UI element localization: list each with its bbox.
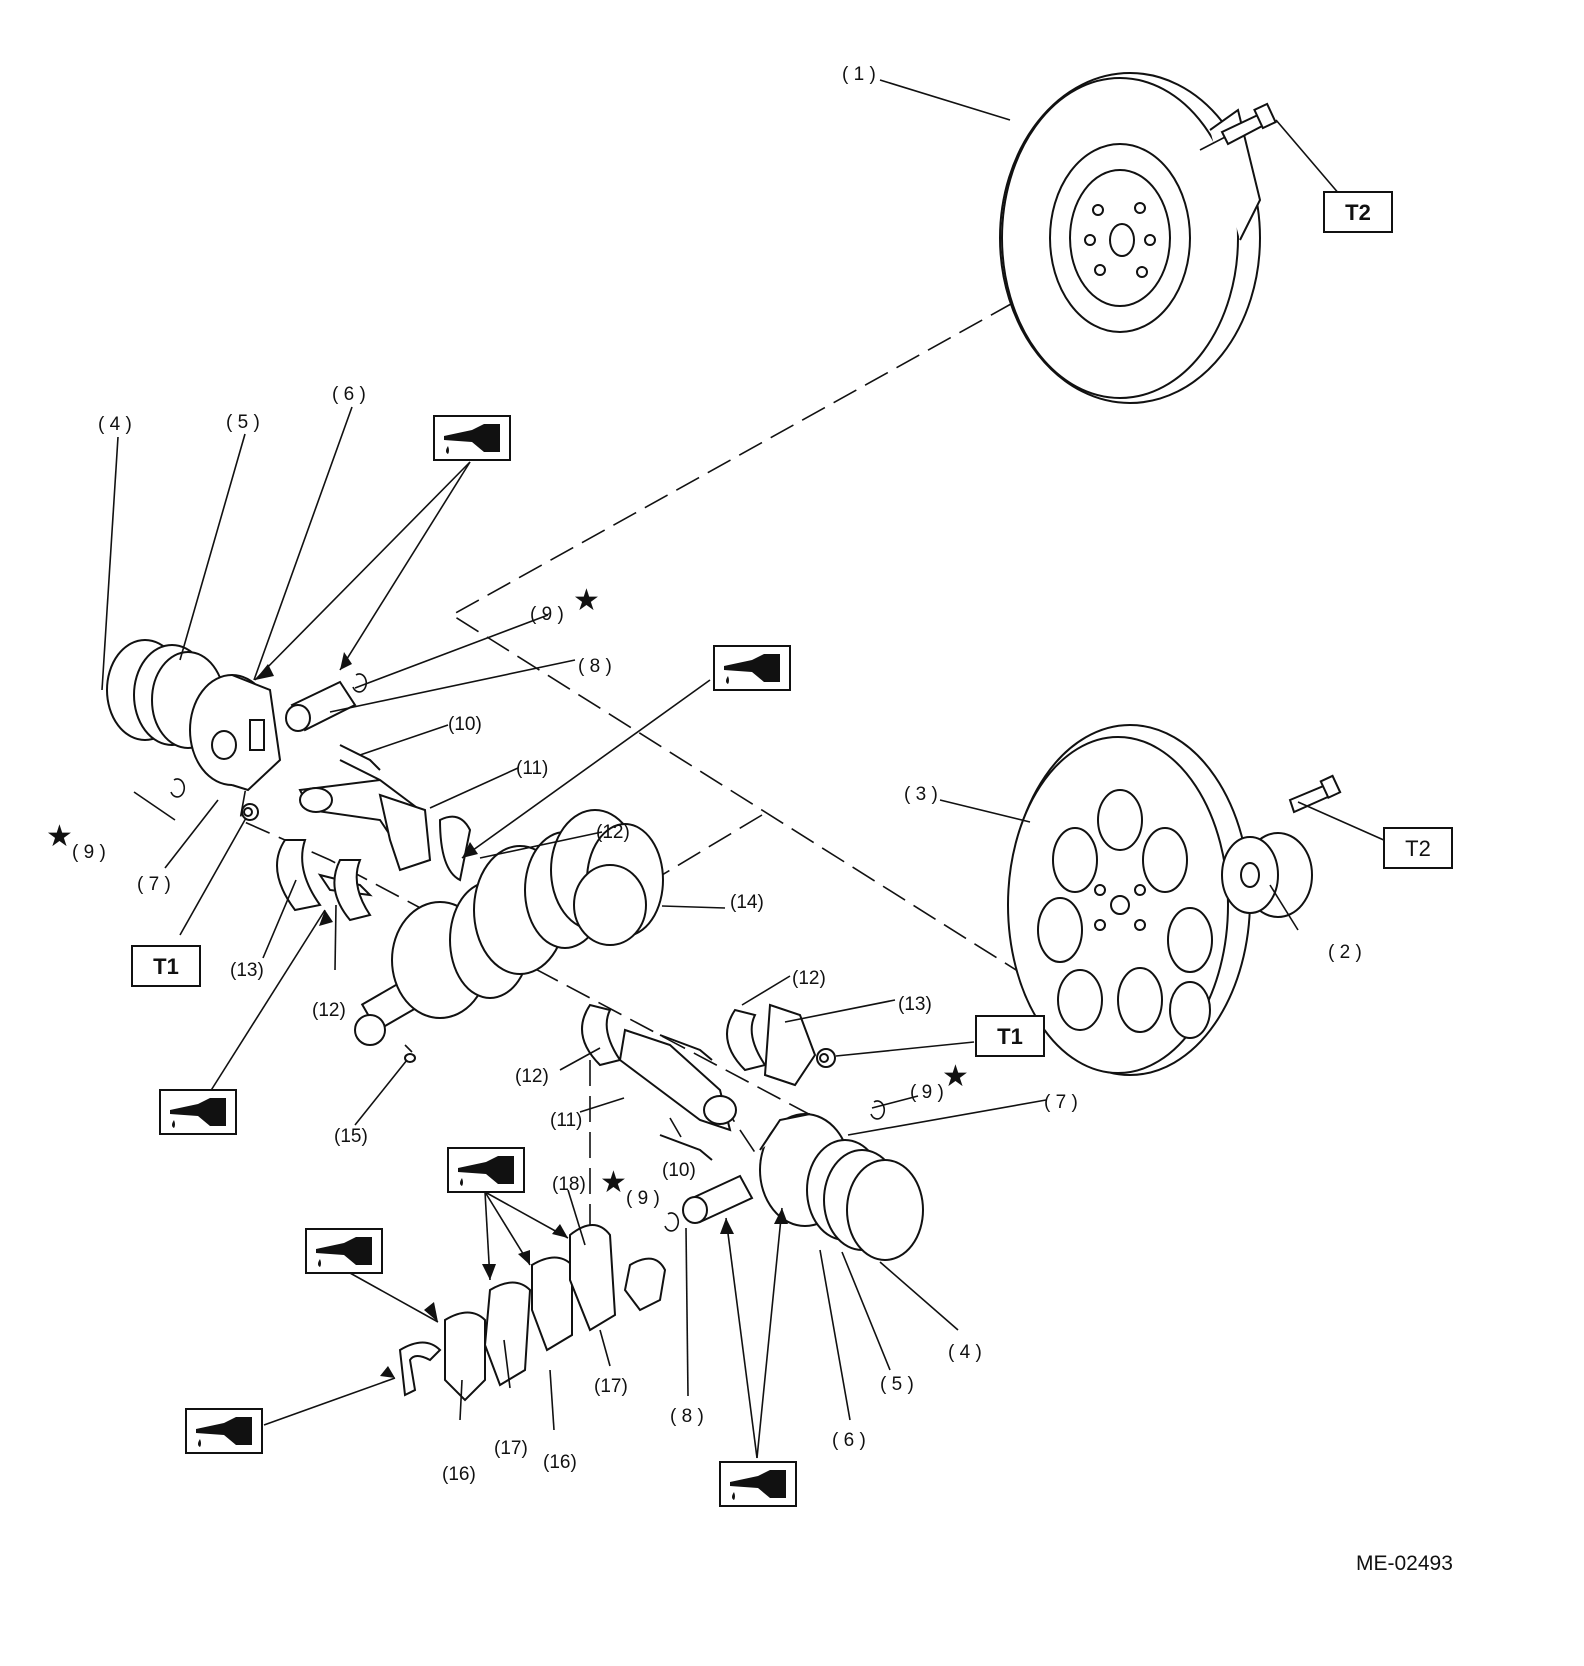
star-symbol: ★ xyxy=(573,583,600,618)
rod-bearing-caps-right xyxy=(581,1003,817,1087)
part-label: (10) xyxy=(448,714,482,735)
part-label: ( 9 ) xyxy=(626,1188,660,1209)
part-label: (11) xyxy=(550,1110,582,1131)
connecting-rods-right xyxy=(618,1028,737,1161)
part-label: (12) xyxy=(515,1066,549,1087)
star-symbol: ★ xyxy=(942,1059,969,1094)
oil-can-icon xyxy=(447,1147,525,1193)
snap-rings-right xyxy=(664,1100,886,1232)
part-label: ( 6 ) xyxy=(832,1430,866,1451)
torque-label: T2 xyxy=(1405,836,1431,861)
diagram-code: ME-02493 xyxy=(1356,1552,1453,1575)
part-label: (16) xyxy=(543,1452,577,1473)
part-label: ( 8 ) xyxy=(670,1406,704,1427)
main-bearings xyxy=(398,1224,667,1402)
rod-bearing-caps-left xyxy=(276,815,472,922)
oil-can-icon xyxy=(433,415,511,461)
part-label: (17) xyxy=(594,1376,628,1397)
crankshaft xyxy=(354,809,664,1053)
part-label: ( 7 ) xyxy=(137,874,171,895)
flywheel xyxy=(999,72,1263,404)
part-label: ( 6 ) xyxy=(332,384,366,405)
part-label: (17) xyxy=(494,1438,528,1459)
part-label: ( 3 ) xyxy=(904,784,938,805)
part-label: ( 8 ) xyxy=(578,656,612,677)
part-label: (12) xyxy=(792,968,826,989)
oil-can-icon xyxy=(305,1228,383,1274)
part-label: ( 9 ) xyxy=(72,842,106,863)
part-label: ( 2 ) xyxy=(1328,942,1362,963)
part-label: ( 9 ) xyxy=(530,604,564,625)
drive-plate-adaptor xyxy=(1221,774,1342,918)
part-label: (12) xyxy=(312,1000,346,1021)
torque-box-t2-top: T2 xyxy=(1323,191,1393,233)
piston-rings-right xyxy=(806,1139,924,1261)
part-label: ( 5 ) xyxy=(880,1374,914,1395)
part-label: ( 4 ) xyxy=(948,1342,982,1363)
star-symbol: ★ xyxy=(600,1165,627,1200)
woodruff-key xyxy=(404,1053,416,1063)
part-label: ( 9 ) xyxy=(910,1082,944,1103)
part-label: (10) xyxy=(662,1160,696,1181)
oil-can-icon xyxy=(159,1089,237,1135)
part-label: (18) xyxy=(552,1174,586,1195)
torque-label: T2 xyxy=(1345,200,1371,225)
connecting-rods-left xyxy=(298,744,432,897)
drive-plate xyxy=(1007,724,1251,1076)
oil-can-icon xyxy=(185,1408,263,1454)
piston-pin-right xyxy=(682,1174,754,1224)
part-label: (15) xyxy=(334,1126,368,1147)
part-label: ( 7 ) xyxy=(1044,1092,1078,1113)
part-labels: ( 1 ) ( 2 ) ( 3 ) ( 4 ) ( 4 ) ( 5 ) ( 5 … xyxy=(72,64,1362,1485)
nut-left xyxy=(241,803,259,821)
part-label: ( 4 ) xyxy=(98,414,132,435)
part-label: ( 5 ) xyxy=(226,412,260,433)
part-label: (16) xyxy=(442,1464,476,1485)
piston-left xyxy=(189,674,282,792)
oil-arrows xyxy=(209,461,788,1459)
piston-rings-left xyxy=(106,639,225,749)
torque-box-t1-left: T1 xyxy=(131,945,201,987)
part-label: (13) xyxy=(230,960,264,981)
oil-can-icon xyxy=(719,1461,797,1507)
star-symbol: ★ xyxy=(46,819,73,854)
snap-rings-left xyxy=(170,673,368,798)
leader-lines xyxy=(101,79,1396,1431)
piston-pin-left xyxy=(285,680,357,732)
oil-can-icon xyxy=(713,645,791,691)
part-label: (13) xyxy=(898,994,932,1015)
part-label: (12) xyxy=(596,822,630,843)
flywheel-bolt xyxy=(1220,102,1277,146)
torque-label: T1 xyxy=(997,1024,1023,1049)
torque-box-t2-right: T2 xyxy=(1383,827,1453,869)
nut-right xyxy=(816,1048,836,1068)
part-label: (11) xyxy=(516,758,548,779)
part-label: (14) xyxy=(730,892,764,913)
torque-label: T1 xyxy=(153,954,179,979)
torque-box-t1-right: T1 xyxy=(975,1015,1045,1057)
part-label: ( 1 ) xyxy=(842,64,876,85)
